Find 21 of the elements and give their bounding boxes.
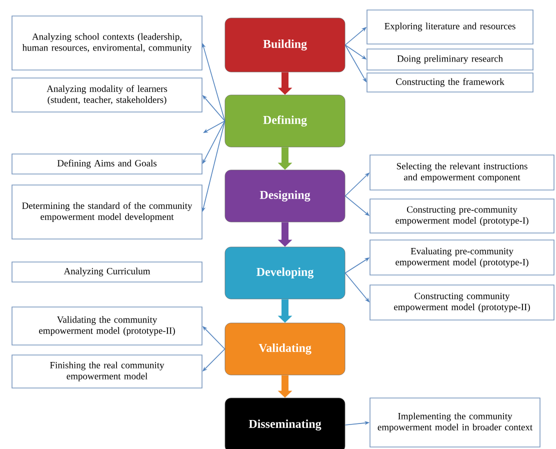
- step-box: Evaluating pre-community empowerment model (prototype-I): [370, 240, 554, 276]
- step-box: Analyzing modality of learners (student, teacher, stakeholders): [12, 78, 202, 112]
- step-box: Constructing community empowerment model (prototype-II): [370, 284, 554, 320]
- step-box: Constructing pre-community empowerment model (prototype-I): [370, 198, 554, 234]
- stage-box: Defining: [224, 94, 346, 148]
- step-box: Selecting the relevant instructions and empowerment component: [370, 154, 554, 190]
- step-box: Constructing the framework: [366, 72, 534, 92]
- stage-box: Designing: [224, 170, 346, 222]
- stage-box: Validating: [224, 322, 346, 376]
- step-box: Doing preliminary research: [366, 48, 534, 70]
- step-box: Implementing the community empowerment model in broader context: [370, 398, 540, 448]
- step-box: Analyzing Curriculum: [12, 262, 202, 282]
- step-box: Determining the standard of the community empowerment model development: [12, 184, 202, 240]
- stage-box: Developing: [224, 246, 346, 300]
- step-box: Exploring literature and resources: [366, 10, 534, 44]
- step-box: Validating the community empowerment model (prototype-II): [12, 306, 202, 346]
- step-box: Analyzing school contexts (leadership, human resources, enviromental, community: [12, 16, 202, 70]
- stage-box: Disseminating: [224, 398, 346, 449]
- stage-box: Building: [224, 18, 346, 72]
- step-box: Finishing the real community empowerment model: [12, 354, 202, 388]
- step-box: Defining Aims and Goals: [12, 154, 202, 174]
